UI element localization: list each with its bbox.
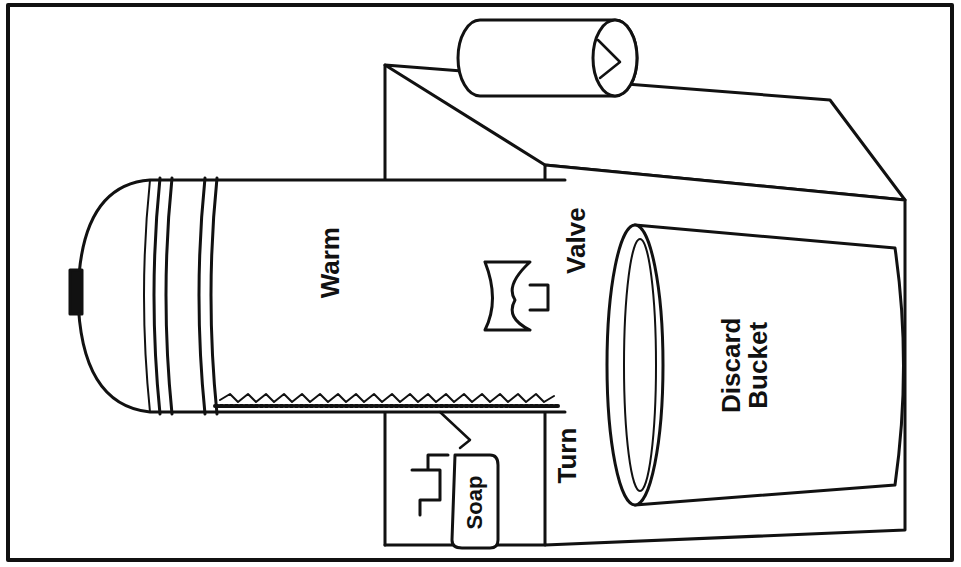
valve-label: Turn [554, 427, 581, 483]
jug-label: Warm [316, 227, 343, 298]
bucket-label: Discard Bucket [718, 290, 773, 440]
valve-spout [485, 262, 548, 330]
water-jug [70, 178, 565, 414]
frame [8, 5, 952, 560]
soap-dispenser [412, 412, 498, 548]
paper-roll [458, 20, 637, 96]
soap-label: Soap [463, 475, 486, 529]
discard-bucket [607, 225, 904, 505]
valve-label: Valve [562, 207, 589, 274]
